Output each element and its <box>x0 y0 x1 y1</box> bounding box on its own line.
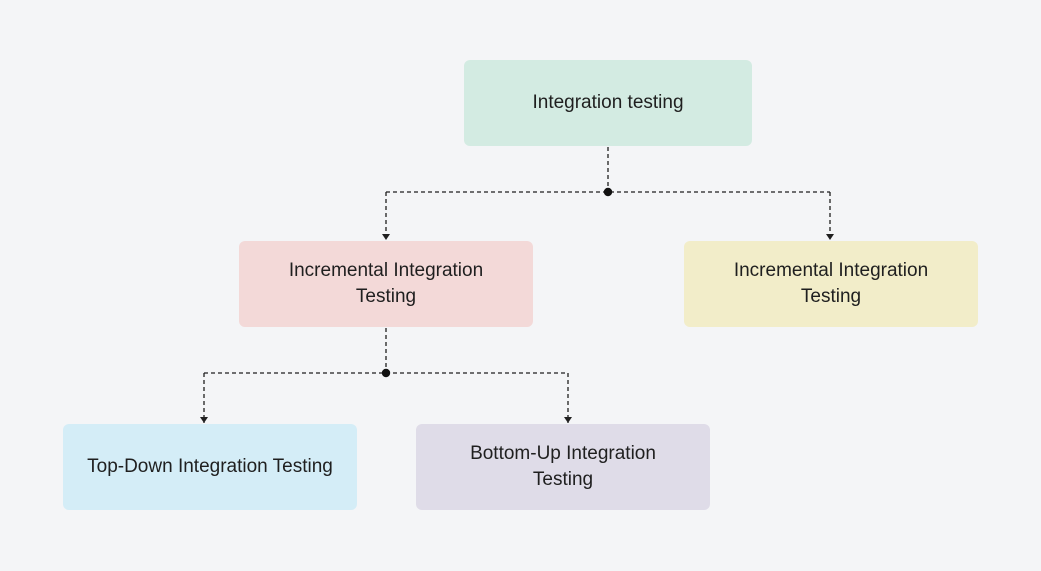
junction-dot-level2 <box>381 368 391 378</box>
node-incremental-left-label: Incremental Integration Testing <box>288 260 484 307</box>
node-incremental-integration-testing-left: Incremental Integration Testing <box>239 241 533 327</box>
node-integration-testing-label: Integration testing <box>532 92 684 113</box>
node-incremental-right-label: Incremental Integration Testing <box>733 260 929 307</box>
junction-dot-level1 <box>603 187 613 197</box>
node-bottom-up-integration-testing: Bottom-Up Integration Testing <box>416 424 710 510</box>
node-integration-testing: Integration testing <box>464 60 752 146</box>
node-top-down-label: Top-Down Integration Testing <box>87 456 333 477</box>
node-incremental-integration-testing-right: Incremental Integration Testing <box>684 241 978 327</box>
node-top-down-integration-testing: Top-Down Integration Testing <box>63 424 357 510</box>
node-bottom-up-label: Bottom-Up Integration Testing <box>470 443 656 490</box>
